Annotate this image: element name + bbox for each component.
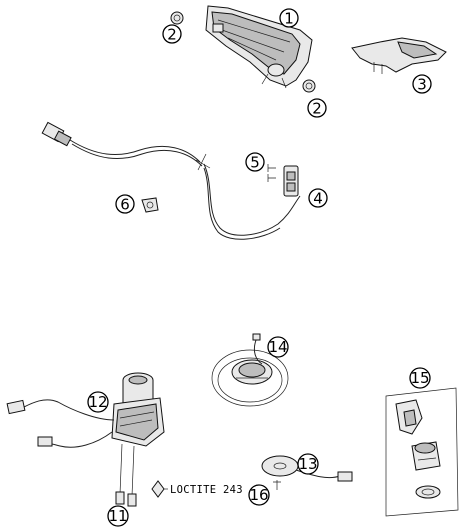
callout-5: 5: [245, 152, 265, 172]
svg-text:3: 3: [417, 76, 427, 94]
svg-text:5: 5: [250, 154, 260, 172]
ignition-wiring: [6, 399, 115, 448]
callout-1: 1: [279, 8, 299, 28]
lock-set-box: [385, 387, 459, 517]
screws: [267, 164, 276, 182]
svg-text:1: 1: [284, 10, 294, 28]
callout-15: 15: [409, 367, 431, 389]
svg-text:2: 2: [167, 26, 177, 44]
svg-text:16: 16: [249, 486, 268, 504]
loctite-marker: [151, 480, 168, 498]
callout-12: 12: [87, 391, 109, 413]
rubber-grommet-bottom: [302, 79, 316, 93]
callout-16: 16: [248, 484, 270, 506]
callout-14: 14: [267, 336, 289, 358]
fuel-cap: [211, 333, 289, 407]
connector-plug: [41, 121, 72, 147]
svg-text:11: 11: [108, 507, 127, 525]
cable-clip: [141, 197, 159, 213]
ignition-lock: [111, 372, 165, 447]
callout-11: 11: [107, 505, 129, 527]
svg-text:12: 12: [88, 393, 107, 411]
svg-text:2: 2: [312, 100, 322, 118]
callout-2-top: 2: [162, 24, 182, 44]
mounting-bolts: [115, 443, 137, 507]
callout-6: 6: [115, 194, 135, 214]
callout-2-bottom: 2: [307, 98, 327, 118]
svg-text:14: 14: [268, 338, 287, 356]
callout-13: 13: [297, 453, 319, 475]
wiring-harness-upper: [41, 121, 301, 240]
svg-text:15: 15: [410, 369, 429, 387]
svg-text:13: 13: [298, 455, 317, 473]
small-screw: [273, 480, 281, 490]
holder-bracket: [283, 165, 299, 197]
callout-4: 4: [308, 188, 328, 208]
instrument-cover: [351, 37, 447, 74]
loctite-note: LOCTITE 243: [170, 484, 243, 496]
svg-text:4: 4: [313, 190, 323, 208]
callout-3: 3: [412, 74, 432, 94]
svg-text:6: 6: [120, 196, 130, 214]
rubber-grommet-top: [170, 11, 184, 25]
